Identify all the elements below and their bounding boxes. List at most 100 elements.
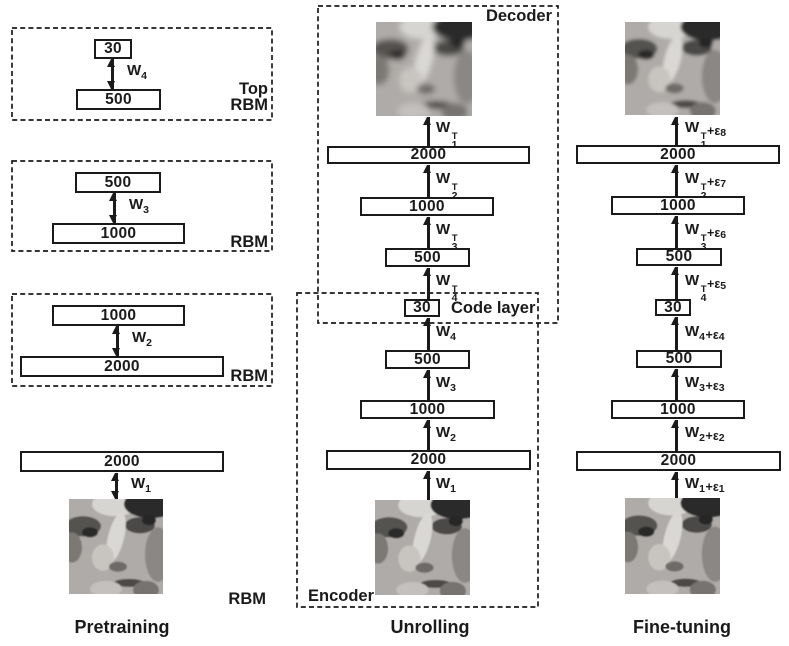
face-image-unrolling-input [375, 500, 470, 595]
face-image-finetuning-output [625, 22, 720, 115]
weight-base: W [131, 475, 146, 492]
weight-base: W [132, 329, 147, 346]
arrow-w2t-unroll [423, 165, 431, 197]
weight-label-w3t-unroll: WT3 [436, 222, 458, 253]
layer-box-30-code: 30 [404, 299, 440, 317]
weight-label-w4-eps4: W4+ε4 [685, 324, 725, 343]
epsilon-term: +ε [705, 429, 719, 443]
weight-label-w3-unroll: W3 [436, 375, 456, 394]
weight-subscript: 4 [700, 292, 707, 305]
unrolling-caption: Unrolling [390, 617, 470, 637]
epsilon-term: +ε [707, 124, 721, 138]
pretraining-caption: Pretraining [74, 617, 170, 637]
rbm2-bidirectional-arrow [112, 326, 120, 356]
arrow-w1t-unroll [423, 117, 431, 146]
weight-base: W [436, 170, 451, 187]
layer-box-2000-unroll-encoder: 2000 [326, 450, 531, 470]
weight-subscript: 1 [699, 483, 706, 495]
decoder-dashed-outline [317, 5, 559, 324]
weight-label-w2-pretrain: W2 [132, 330, 152, 349]
weight-base: W [436, 221, 451, 238]
weight-base: W [685, 170, 700, 187]
face-image-finetuning-input [625, 498, 720, 594]
weight-label-w3t-eps6: WT3+ε6 [685, 222, 726, 253]
layer-box-500-pretrain-top: 500 [76, 89, 161, 110]
weight-base: W [685, 221, 700, 238]
weight-subscript: 2 [450, 432, 457, 444]
layer-box-2000-ft-top: 2000 [576, 145, 780, 164]
layer-box-500-unroll-encoder: 500 [385, 350, 470, 369]
weight-transpose: T [700, 182, 707, 193]
face-image-unrolling-output [376, 22, 472, 116]
weight-label-w2-unroll: W2 [436, 425, 456, 444]
weight-subscript: 3 [701, 242, 707, 253]
arrow-w1-unroll [423, 471, 431, 500]
weight-subscript: 4 [451, 292, 458, 305]
weight-base: W [436, 424, 451, 441]
arrow-w4-unroll [423, 318, 431, 350]
rbm3-label: RBM [230, 233, 268, 251]
weight-transpose: T [700, 284, 707, 295]
epsilon-term: +ε [705, 328, 719, 342]
epsilon-subscript: 7 [720, 178, 727, 190]
weight-subscript: 3 [452, 242, 458, 253]
weight-base: W [436, 323, 451, 340]
layer-box-500-rbm3: 500 [75, 172, 161, 193]
rbm3-bidirectional-arrow [109, 193, 117, 223]
arrow-w3-ft [671, 369, 679, 400]
layer-box-30-pretrain: 30 [94, 39, 132, 59]
weight-subscript: 2 [452, 191, 458, 202]
weight-transpose: T [700, 131, 707, 142]
layer-box-2000-unroll-decoder: 2000 [327, 146, 530, 164]
weight-base: W [685, 323, 700, 340]
arrow-w2-unroll [423, 420, 431, 450]
rbm2-dashed-outline [11, 293, 273, 387]
weight-subscript: 3 [450, 382, 457, 394]
weight-label-w1-eps1: W1+ε1 [685, 476, 725, 495]
weight-base: W [685, 424, 700, 441]
epsilon-term: +ε [707, 226, 721, 240]
weight-label-w3-eps3: W3+ε3 [685, 375, 725, 394]
layer-box-1000-ft-top: 1000 [611, 196, 745, 215]
arrow-w3t-unroll [423, 217, 431, 248]
finetuning-caption: Fine-tuning [633, 617, 731, 637]
weight-transpose: T [451, 284, 458, 295]
weight-base: W [685, 119, 700, 136]
encoder-label: Encoder [308, 587, 375, 605]
weight-label-w1-unroll: W1 [436, 476, 456, 495]
weight-label-w1t-unroll: WT1 [436, 120, 458, 151]
weight-label-w2-eps2: W2+ε2 [685, 425, 725, 444]
layer-box-1000-unroll-encoder: 1000 [360, 400, 495, 419]
layer-box-2000-ft-bottom: 2000 [576, 451, 781, 471]
epsilon-subscript: 4 [718, 331, 725, 343]
arrow-w4-ft [671, 317, 679, 350]
rbm3-dashed-outline [11, 160, 273, 252]
weight-transpose: T [451, 233, 458, 244]
rbm1-label: RBM [228, 590, 266, 608]
arrow-w3t-ft [671, 216, 679, 248]
rbm1-bidirectional-arrow [111, 473, 119, 499]
weight-subscript: 2 [699, 432, 706, 444]
layer-box-500-ft-bottom: 500 [636, 350, 722, 368]
layer-box-500-unroll-decoder: 500 [385, 248, 470, 267]
weight-base: W [436, 475, 451, 492]
region-line: RBM [230, 96, 268, 114]
weight-label-w2t-unroll: WT2 [436, 171, 458, 202]
region-line: Top [238, 80, 268, 98]
weight-label-w1-pretrain: W1 [131, 476, 151, 495]
rbm4-bidirectional-arrow [107, 59, 115, 89]
arrow-w2t-ft [671, 165, 679, 196]
face-image-pretraining-input [69, 499, 163, 594]
epsilon-subscript: 3 [718, 382, 725, 394]
weight-subscript: 4 [450, 331, 457, 343]
weight-transpose: T [700, 233, 707, 244]
epsilon-term: +ε [705, 480, 719, 494]
code-layer-label: Code layer [451, 299, 536, 317]
weight-base: W [685, 374, 700, 391]
epsilon-term: +ε [707, 277, 721, 291]
layer-box-1000-ft-bottom: 1000 [611, 400, 745, 419]
weight-base: W [436, 272, 451, 289]
weight-label-w3-pretrain: W3 [129, 197, 149, 216]
